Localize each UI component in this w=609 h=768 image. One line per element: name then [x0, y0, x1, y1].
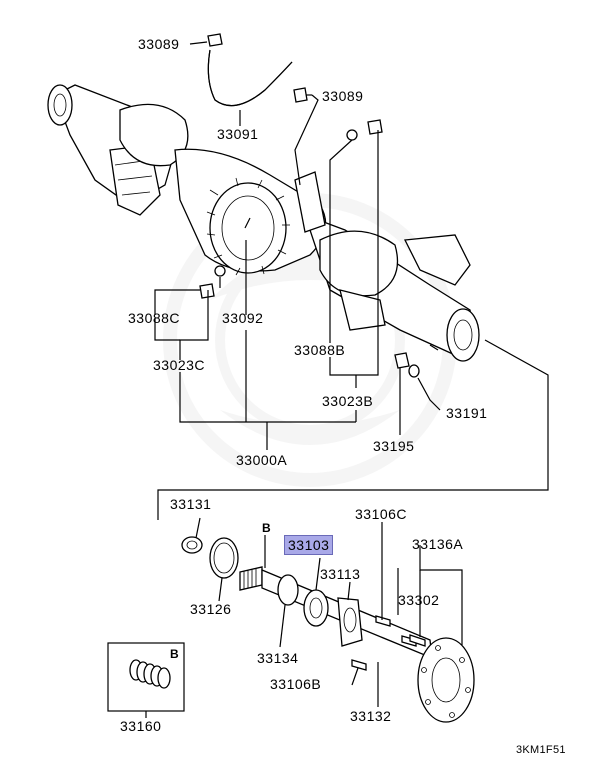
part-label-33132[interactable]: 33132 — [350, 708, 392, 724]
part-label-33088C[interactable]: 33088C — [128, 310, 181, 326]
part-label-33000A[interactable]: 33000A — [236, 452, 288, 468]
part-label-33092[interactable]: 33092 — [222, 310, 264, 326]
part-label-33195[interactable]: 33195 — [373, 438, 415, 454]
part-label-33091[interactable]: 33091 — [217, 126, 259, 142]
detail-tag-b-shaft: B — [262, 521, 272, 535]
part-label-33302[interactable]: 33302 — [398, 592, 440, 608]
part-label-33134[interactable]: 33134 — [257, 650, 299, 666]
part-label-33126[interactable]: 33126 — [190, 601, 232, 617]
spring-drawing — [129, 659, 171, 689]
axle-housing-drawing — [47, 84, 480, 362]
part-label-33023B[interactable]: 33023B — [322, 393, 374, 409]
part-label-33113[interactable]: 33113 — [320, 566, 361, 582]
part-label-33106C[interactable]: 33106C — [355, 506, 408, 522]
part-label-33160[interactable]: 33160 — [120, 718, 162, 734]
part-label-33023C[interactable]: 33023C — [153, 357, 206, 373]
axle-shaft-drawing — [181, 536, 475, 723]
part-label-33191[interactable]: 33191 — [446, 405, 488, 421]
part-label-33088B[interactable]: 33088B — [294, 342, 346, 358]
part-label-33131[interactable]: 33131 — [170, 496, 212, 512]
figure-code: 3KM1F51 — [516, 744, 566, 756]
part-label-33136A[interactable]: 33136A — [412, 536, 464, 552]
detail-tag-b-inset: B — [170, 647, 180, 661]
part-label-33089-right[interactable]: 33089 — [322, 88, 364, 104]
part-label-33089-top[interactable]: 33089 — [138, 36, 180, 52]
part-label-33106B[interactable]: 33106B — [270, 676, 322, 692]
part-label-33103-highlighted[interactable]: 33103 — [284, 535, 334, 555]
